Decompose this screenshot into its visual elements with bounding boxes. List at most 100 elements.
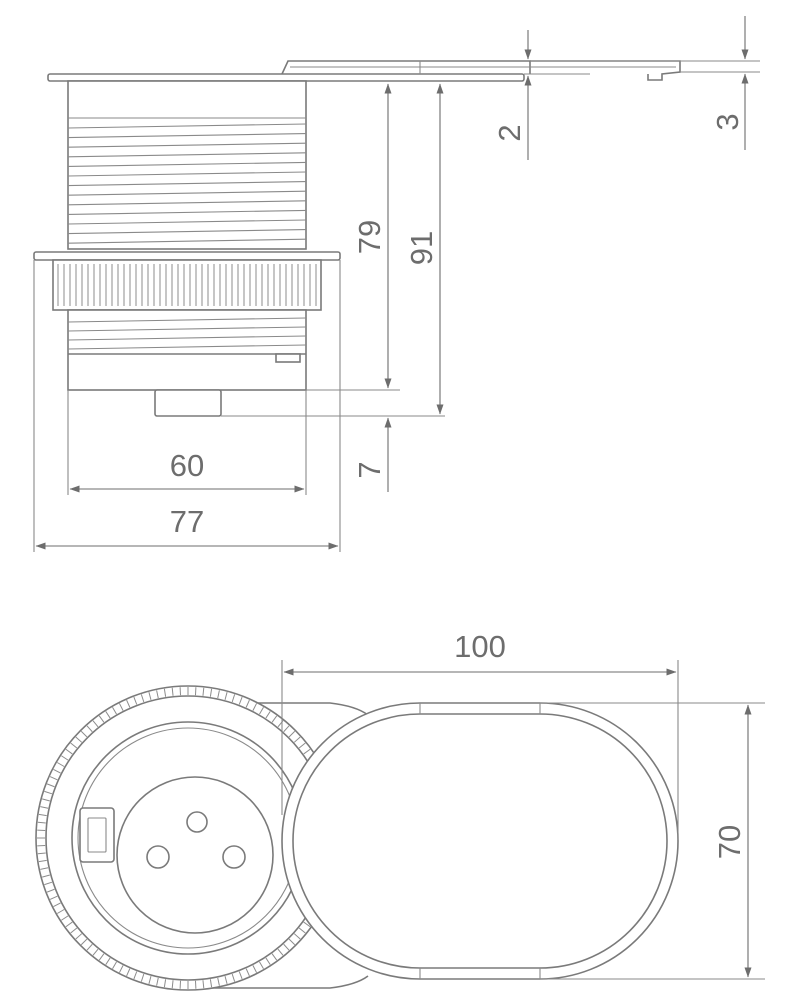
knurl-line <box>119 965 124 973</box>
thread-line <box>67 171 307 177</box>
knurl-line <box>44 881 53 886</box>
knurl-line <box>92 720 99 728</box>
knurl-line <box>44 790 53 795</box>
thread-line <box>67 123 307 129</box>
knurl-line <box>224 975 228 984</box>
threaded-body-lower <box>67 309 307 417</box>
thread-line <box>67 219 307 225</box>
knurl-line <box>259 706 264 715</box>
knurl-line <box>265 957 271 965</box>
knurl-line <box>49 895 58 900</box>
dim-label-91: 91 <box>404 231 439 265</box>
thread-line <box>67 344 307 350</box>
socket-hole-right <box>222 845 246 869</box>
knurl-line <box>238 971 243 980</box>
knurl-line <box>70 742 78 749</box>
knurl-line <box>38 813 47 817</box>
clamping-ring <box>33 251 341 311</box>
knurl-line <box>61 915 69 921</box>
knurl-line <box>171 687 174 696</box>
thread-line <box>67 190 307 196</box>
knurl-line <box>259 961 264 970</box>
dimension-100: 100 <box>283 629 677 676</box>
knurl-line <box>37 852 46 855</box>
dimension-60: 60 <box>69 448 305 493</box>
knurl-line <box>112 706 117 715</box>
thread-line <box>67 209 307 215</box>
knurl-line <box>126 968 131 977</box>
knurl-line <box>148 692 152 701</box>
knurl-line <box>40 806 49 809</box>
dimension-70: 70 <box>712 704 752 978</box>
top-flange <box>47 60 681 82</box>
knurl-line <box>119 703 124 711</box>
knurl-line <box>209 979 213 988</box>
knurl-line <box>277 948 284 956</box>
knurl-line <box>252 965 257 973</box>
dimension-79: 79 <box>352 83 392 389</box>
dim-label-70: 70 <box>712 825 747 859</box>
thread-line <box>67 200 307 206</box>
knurl-line <box>86 943 93 951</box>
knurl-line <box>271 715 278 723</box>
dim-label-7: 7 <box>352 461 387 478</box>
knurl-line <box>217 690 220 699</box>
dim-label-3: 3 <box>710 113 745 130</box>
dimension-91: 91 <box>404 83 444 415</box>
knurl-line <box>86 725 93 733</box>
knurl-line <box>126 699 131 708</box>
knurl-line <box>288 730 296 738</box>
dim-label-77: 77 <box>170 504 204 539</box>
dim-label-79: 79 <box>352 220 387 254</box>
knurl-line <box>40 867 49 870</box>
knurl-line <box>245 968 250 977</box>
knurl-line <box>80 730 88 738</box>
socket-hole-left <box>146 845 170 869</box>
dim-label-60: 60 <box>170 448 204 483</box>
knurl-line <box>293 736 301 743</box>
knurl-line <box>92 948 99 956</box>
thread-line <box>67 142 307 148</box>
dimension-77: 77 <box>35 504 339 550</box>
knurl-line <box>105 957 111 965</box>
knurl-line <box>65 921 73 928</box>
power-socket <box>116 776 274 934</box>
knurl-line <box>148 975 152 984</box>
knurl-line <box>171 980 174 989</box>
thread-line <box>67 335 307 341</box>
knurl-line <box>75 933 83 940</box>
oval-cover <box>281 702 679 980</box>
knurl-line <box>105 711 111 719</box>
knurl-line <box>156 977 159 986</box>
knurl-line <box>288 938 296 946</box>
knurl-line <box>209 688 213 697</box>
knurl-line <box>80 938 88 946</box>
earth-pin <box>186 811 208 833</box>
knurl-line <box>140 694 145 703</box>
thread-line <box>67 152 307 158</box>
thread-line <box>67 181 307 187</box>
knurl-line <box>303 748 311 755</box>
knurl-line <box>298 927 306 934</box>
knurl-line <box>42 798 51 802</box>
top-view: 100 70 <box>35 629 765 991</box>
knurl-line <box>217 977 220 986</box>
knurl-line <box>252 703 257 711</box>
knurl-line <box>98 715 105 723</box>
knurl-line <box>65 748 73 755</box>
knurl-line <box>283 943 290 951</box>
knurl-line <box>156 690 159 699</box>
usb-port <box>79 807 115 863</box>
knurl-line <box>37 821 46 824</box>
knurl-line <box>163 688 167 697</box>
knurl-line <box>112 961 117 970</box>
thread-line <box>67 161 307 167</box>
knurl-line <box>245 699 250 708</box>
thread-line <box>67 229 307 235</box>
knurl-line <box>56 762 65 767</box>
dimension-2: 2 <box>492 30 532 160</box>
knurl-line <box>231 694 236 703</box>
knurl-line <box>202 687 205 696</box>
knurl-line <box>56 909 65 914</box>
